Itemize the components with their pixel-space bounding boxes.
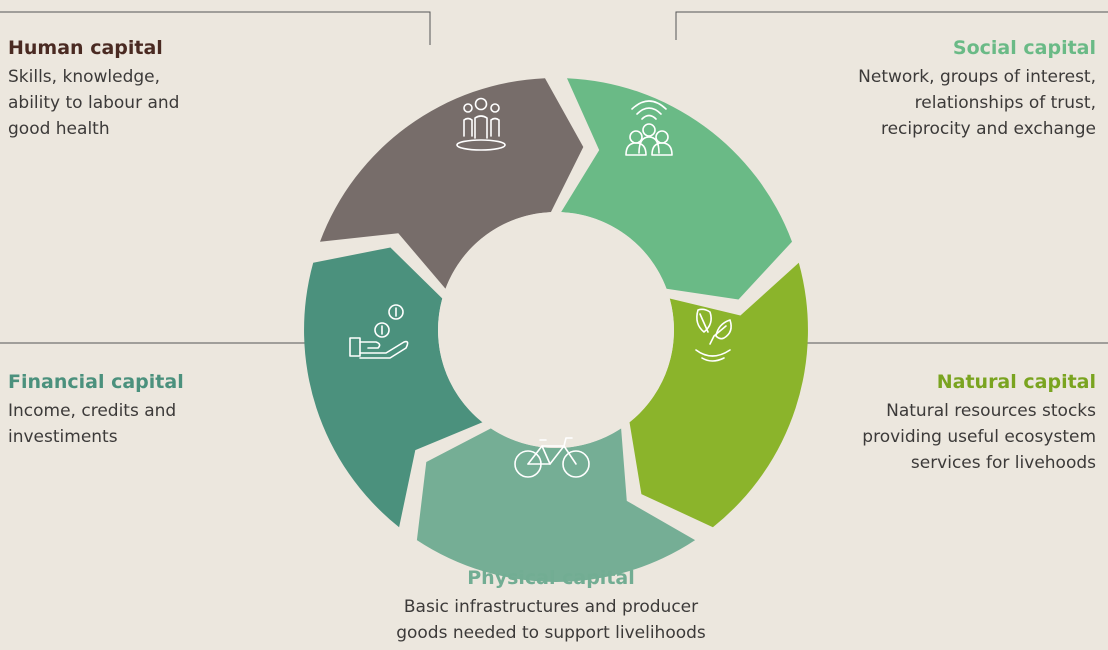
human-capital-description: Skills, knowledge, ability to labour and… [8,67,180,139]
natural-capital-segment[interactable] [629,262,808,528]
social-capital-segment[interactable] [561,78,792,300]
people-icon [456,97,506,151]
social-capital-title: Social capital [952,37,1096,59]
network-icon [625,100,673,156]
natural-capital-title: Natural capital [936,371,1096,393]
social-capital-description: Network, groups of interest, relationshi… [858,67,1096,139]
physical-capital-label: Physical capital Basic infrastructures a… [331,566,771,646]
social-connector-line [675,11,1108,40]
financial-capital-description: Income, credits and investiments [8,401,177,447]
physical-capital-title: Physical capital [467,567,635,589]
natural-capital-description: Natural resources stocks providing usefu… [862,401,1096,473]
financial-capital-segment[interactable] [304,247,483,528]
physical-capital-segment[interactable] [416,428,696,582]
financial-capital-label: Financial capital Income, credits and in… [8,370,308,450]
leaves-icon [695,308,732,362]
human-capital-title: Human capital [8,37,163,59]
social-capital-label: Social capital Network, groups of intere… [776,36,1096,142]
coins-hand-icon [349,304,409,359]
human-capital-segment[interactable] [320,78,584,289]
human-capital-label: Human capital Skills, knowledge, ability… [8,36,308,142]
bicycle-icon [514,437,590,478]
physical-capital-description: Basic infrastructures and producer goods… [396,597,706,643]
human-connector-line [0,11,431,45]
natural-capital-label: Natural capital Natural resources stocks… [776,370,1096,476]
center-hole [438,212,674,448]
financial-capital-title: Financial capital [8,371,184,393]
